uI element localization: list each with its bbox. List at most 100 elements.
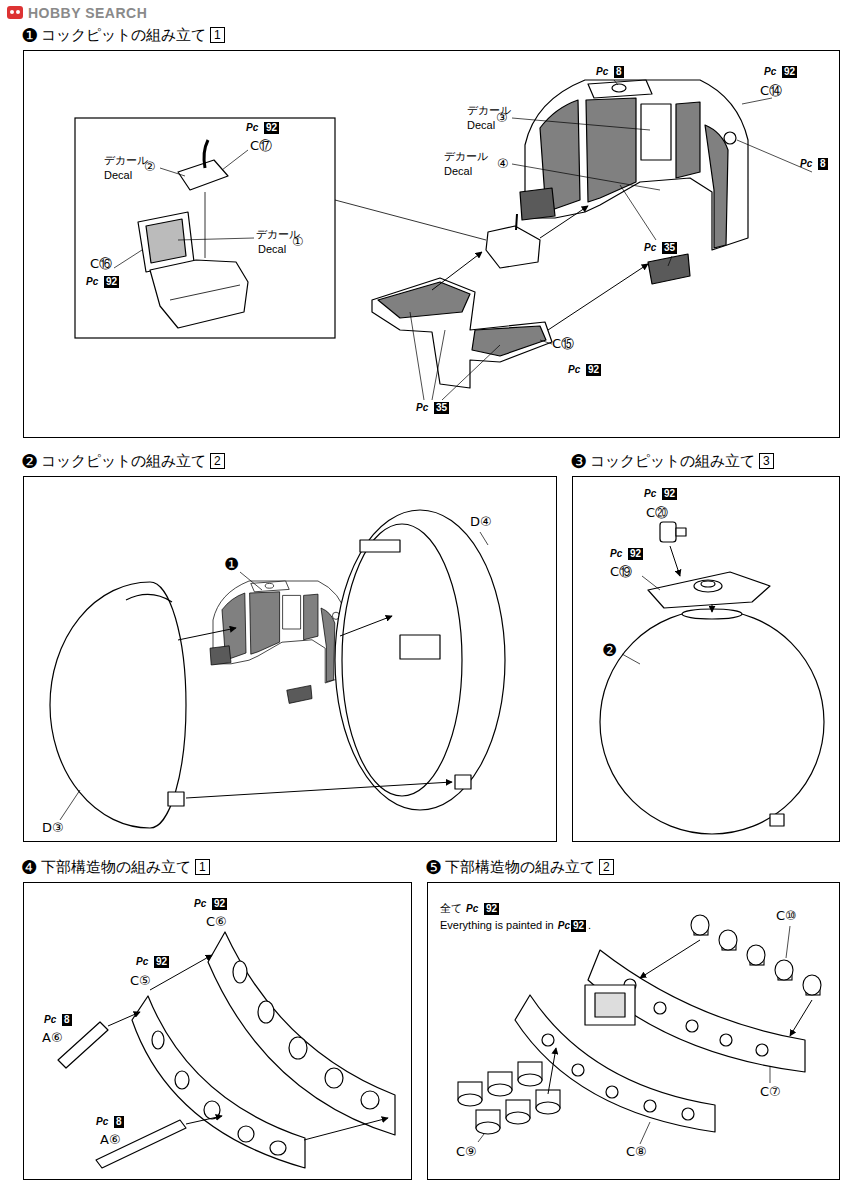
step-title: 下部構造物の組み立て [445,857,595,877]
illustration-line [160,168,185,176]
illustration-line [540,206,588,238]
illustration-line [770,1066,771,1083]
part-number: C⑩ [776,908,797,924]
illustration-line [108,955,388,1140]
illustration-line [204,140,208,168]
illustration-line [790,1000,812,1036]
illustration-line [606,1086,618,1098]
illustration-line [340,616,392,636]
paint-code-prefix: Pc [644,242,656,254]
illustration-line [325,1068,343,1088]
illustration-line [648,572,770,608]
decal-number: ② [144,159,156,175]
paint-code-prefix: Pc [466,903,478,915]
illustration-line [146,219,186,263]
illustration-line [96,1120,186,1168]
illustration-line [512,118,650,130]
illustration-line [536,1102,560,1114]
part-number: C⑦ [760,1084,781,1100]
illustration-line [622,546,712,664]
illustration-line [150,955,212,990]
illustration-line [16,10,20,14]
illustration-line [114,250,142,268]
illustration-line [476,1122,500,1134]
paint-code-number: 92 [264,122,279,134]
illustration-line [458,1094,482,1106]
illustration-line [270,1141,286,1155]
decal-note: Decal [467,119,495,132]
paint-code-prefix: Pc [416,402,428,414]
step-title: コックピットの組み立て [41,25,206,45]
illustration-line [170,285,240,300]
illustration-line [640,940,700,978]
illustration-line [222,150,248,170]
illustration-line [372,278,552,388]
paint-code-number: 92 [484,903,499,915]
illustration-line [240,572,262,590]
paint-code-prefix: Pc [596,66,608,78]
paint-code-number: 92 [628,548,643,560]
step-number: ❺ [425,856,442,878]
illustration-line [506,1112,530,1124]
illustration-line [600,610,824,834]
illustration-line [686,1020,698,1032]
part-number: D③ [42,820,64,836]
illustration-line [676,528,686,536]
illustration-line [737,140,812,172]
part-number: C⑰ [250,138,272,154]
paint-code-number: 8 [614,66,624,78]
paint-code-number: 35 [662,242,677,254]
part-number: D④ [470,514,492,530]
watermark: HOBBY SEARCH [28,5,147,22]
illustration-line [548,264,648,330]
sub-step-number: 1 [210,27,225,43]
paint-code-number: 92 [662,488,677,500]
paint-code-prefix: Pc [194,898,206,910]
part-number: C⑲ [610,564,632,580]
illustration-line [478,926,812,1144]
step-title: コックピットの組み立て [590,451,755,471]
illustration-line [205,192,206,258]
paint-code-number: 8 [62,1014,72,1026]
illustration-line [585,985,635,1025]
illustration-line [622,654,640,664]
step-number: ❷ [21,450,38,472]
paint-code-number: 92 [571,920,586,932]
paint-code-prefix: Pc [764,66,776,78]
illustration-line [747,945,765,965]
paint-code-number: 92 [586,364,601,376]
illustration-line [58,932,395,1168]
step-reference: ❶ [224,554,239,574]
illustration-line [786,926,790,958]
decal-note: . [588,919,591,932]
paint-code-prefix: Pc [246,122,258,134]
illustration-line [458,1062,560,1134]
illustration-line [542,1034,554,1046]
illustration-line [668,256,672,266]
part-number: A⑥ [100,1132,121,1148]
illustration-line [775,960,793,980]
illustration-line [60,790,80,820]
illustration-line [360,540,400,552]
illustration-line [60,532,488,820]
step-title: 下部構造物の組み立て [41,857,191,877]
decal-note: Decal [444,165,472,178]
illustration-line [432,330,445,400]
illustration-line [186,782,452,798]
illustration-line [152,1031,164,1049]
illustration-line [682,1108,694,1120]
illustration-line [204,1101,220,1119]
illustration-line [186,1116,222,1124]
illustration-line [304,1118,388,1140]
paint-code-prefix: Pc [558,920,570,932]
paint-code-prefix: Pc [136,956,148,968]
illustration-line [540,340,552,344]
part-number: C⑭ [760,83,782,99]
sub-step-number: 1 [195,859,210,875]
decal-note: 全て [440,902,462,915]
illustration-line [50,510,505,828]
illustration-line [691,915,821,995]
decal-note: デカール [444,150,488,163]
part-number: C⑯ [90,256,112,272]
illustration-line [378,282,470,318]
